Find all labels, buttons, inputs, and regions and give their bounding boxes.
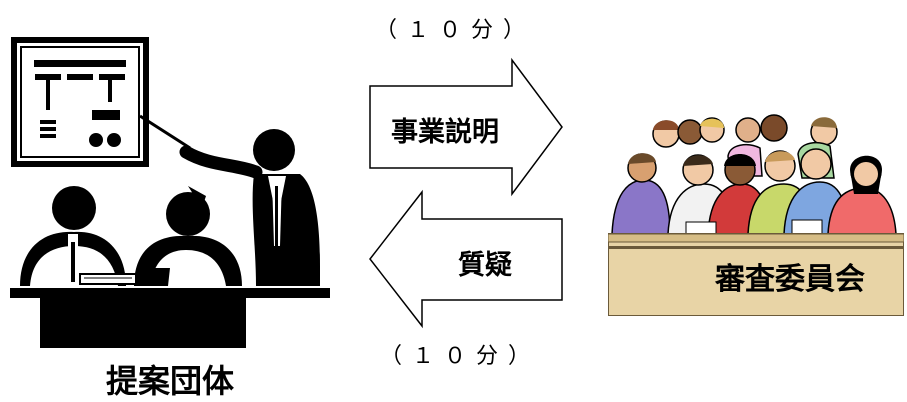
top-duration-label: （１０分） [375, 18, 536, 43]
arrow-right-label: 事業説明 [391, 117, 499, 148]
arrow-right-icon [369, 57, 563, 197]
committee-caption: 審査委員会 [715, 262, 865, 297]
audience-committee-icon [608, 114, 904, 316]
arrow-left-icon [369, 189, 563, 329]
bottom-duration-label: （１０分） [380, 344, 541, 369]
presentation-meeting-icon [10, 37, 330, 348]
presenter-caption: 提案団体 [105, 362, 234, 400]
arrow-left-label: 質疑 [458, 250, 512, 281]
